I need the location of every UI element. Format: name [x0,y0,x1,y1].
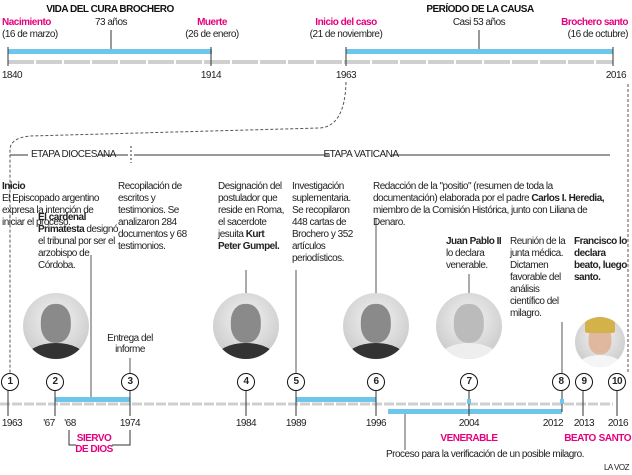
marker-2: 2 [46,373,64,391]
year-2016: 2016 [605,70,627,81]
death-label: Muerte [197,17,227,28]
photo-juan-pablo-ii [436,293,502,359]
case-start-label: Inicio del caso [315,17,377,28]
year-1840: 1840 [1,70,23,81]
year-label: 2004 [458,418,480,429]
year-label: 1996 [365,418,387,429]
credit: LA VOZ [603,463,630,472]
diocesan-bar [55,397,130,402]
marker-6: 6 [367,373,385,391]
milestone-santo: SANTO [598,433,632,444]
miracle-process-label: Proceso para la verificación de un posib… [386,449,584,460]
investigation-bar [296,397,376,402]
birth-date: (16 de marzo) [2,29,58,40]
year-label: '67 [43,418,55,429]
marker-10: 10 [608,373,626,391]
life-bar [8,49,212,54]
year-label: 1989 [285,418,307,429]
event-designacion: Designación del postulador que reside en… [218,181,284,252]
event-francisco: Francisco lo declara beato, luego santo. [574,236,627,283]
life-duration: 73 años [94,17,128,28]
year-label: 2012 [542,418,564,429]
cause-title: PERÍODO DE LA CAUSA [426,4,534,15]
connector-1963 [9,81,347,373]
miracle-bar [388,409,562,414]
year-label: 2016 [607,418,629,429]
marker-9: 9 [575,373,593,391]
year-1963: 1963 [335,70,357,81]
case-start-date: (21 de noviembre) [309,29,383,40]
life-title: VIDA DEL CURA BROCHERO [46,4,174,15]
event-entrega: Entrega del informe [107,333,153,355]
year-label: 1984 [235,418,257,429]
marker-8: 8 [552,373,570,391]
milestone-beato: BEATO [564,433,596,444]
event-redaccion: Redacción de la "positio" (resumen de to… [373,181,605,228]
marker-4: 4 [237,373,255,391]
year-label: '68 [64,418,76,429]
marker-7: 7 [460,373,478,391]
event-junta: Reunión de la junta médica. Dictamen fav… [510,236,566,319]
stage-diocesan: ETAPA DIOCESANA [31,149,116,160]
year-label: 2013 [573,418,595,429]
event-primatesta: El cardenal Primatesta designó el tribun… [38,212,118,271]
saint-date: (16 de octubre) [567,29,629,40]
death-date: (26 de enero) [185,29,239,40]
birth-label: Nacimiento [2,17,51,28]
year-label: 1963 [1,418,23,429]
cause-bar [346,49,613,54]
photo-heredia [343,293,409,359]
marker-1: 1 [1,373,19,391]
marker-5: 5 [287,373,305,391]
photo-primatesta [23,293,89,359]
saint-label: Brochero santo [561,17,628,28]
photo-gumpel [213,293,279,359]
event-investigacion: Investigación suplementaria. Se recopila… [292,181,353,264]
photo-francisco [575,317,625,367]
cause-duration: Casi 53 años [452,17,506,28]
stage-vatican: ETAPA VATICANA [323,149,399,160]
year-label: 1974 [119,418,141,429]
milestone-venerable: VENERABLE [440,433,498,444]
year-1914: 1914 [200,70,222,81]
marker-3: 3 [121,373,139,391]
event-recopilacion: Recopilación de escritos y testimonios. … [118,181,187,252]
